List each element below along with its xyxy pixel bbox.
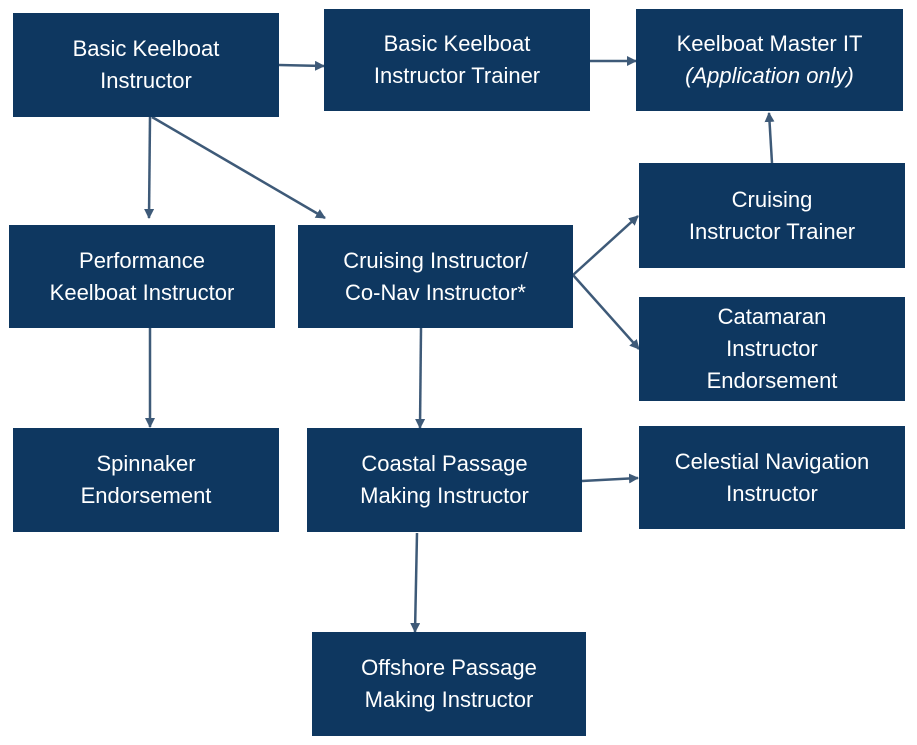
node-label-line: Cruising <box>731 186 813 212</box>
arrow-bki-to-cruising <box>151 115 326 220</box>
node-label-line: Co-Nav Instructor* <box>345 279 526 305</box>
node-label-line: Spinnaker <box>96 451 196 476</box>
node-spinnaker-endorsement: Spinnaker Endorsement <box>13 428 279 532</box>
node-label-line: Making Instructor <box>360 483 529 508</box>
node-celestial-navigation-instructor: Celestial Navigation Instructor <box>639 426 905 529</box>
node-label-line: Cruising Instructor/ <box>343 247 528 273</box>
arrow-cit-to-master <box>764 112 775 164</box>
node-label-line: Catamaran <box>717 304 827 329</box>
node-label-line-note: (Application only) <box>685 63 854 88</box>
node-label-line: Instructor <box>726 336 818 361</box>
node-basic-keelboat-instructor-trainer: Basic Keelboat Instructor Trainer <box>324 9 590 111</box>
node-cruising-instructor: Cruising Instructor/ Co-Nav Instructor* <box>298 225 573 328</box>
arrow-coastal-to-offshore <box>410 532 421 633</box>
node-label-line: Basic Keelboat <box>383 31 531 56</box>
node-label-line: Coastal Passage <box>361 451 528 476</box>
node-label-line: Celestial Navigation <box>674 448 870 474</box>
node-label-line: Making Instructor <box>364 687 534 712</box>
node-label-line: Instructor Trainer <box>373 63 541 88</box>
node-label-line: Offshore Passage <box>361 655 537 680</box>
node-label-line: Instructor <box>726 480 818 506</box>
node-label-line: Instructor <box>100 68 192 93</box>
arrow-cruising-to-coastal <box>415 327 426 429</box>
node-label-line: Instructor Trainer <box>688 218 856 244</box>
arrow-coastal-to-celestial <box>581 473 639 484</box>
arrow-cruising-to-catamaran <box>572 274 640 350</box>
node-keelboat-master-it: Keelboat Master IT (Application only) <box>636 9 903 111</box>
node-label-line: Keelboat Master IT <box>676 31 863 56</box>
node-label-line: Keelboat Instructor <box>49 279 235 305</box>
node-label-line: Endorsement <box>706 368 838 393</box>
node-catamaran-instructor-endorsement: Catamaran Instructor Endorsement <box>639 297 905 401</box>
node-label-line: Basic Keelboat <box>72 36 220 61</box>
node-offshore-passage-making-instructor: Offshore Passage Making Instructor <box>312 632 586 736</box>
node-coastal-passage-making-instructor: Coastal Passage Making Instructor <box>307 428 582 532</box>
node-cruising-instructor-trainer: Cruising Instructor Trainer <box>639 163 905 268</box>
node-performance-keelboat-instructor: Performance Keelboat Instructor <box>9 225 275 328</box>
node-basic-keelboat-instructor: Basic Keelboat Instructor <box>13 13 279 117</box>
arrow-bki-to-bkit <box>278 60 325 71</box>
node-label-line: Endorsement <box>80 483 212 508</box>
arrow-bki-to-performance <box>144 116 155 219</box>
node-label-line: Performance <box>79 247 205 273</box>
arrow-cruising-to-cit <box>572 215 639 276</box>
